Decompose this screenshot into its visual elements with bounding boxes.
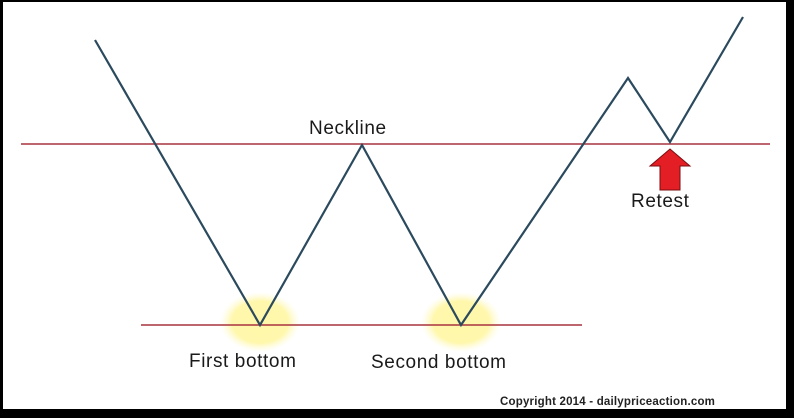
price-line — [94, 16, 744, 328]
second-bottom-highlight — [421, 292, 501, 352]
copyright-text: Copyright 2014 - dailypriceaction.com — [500, 396, 716, 408]
retest-label: Retest — [631, 191, 690, 212]
second-bottom-label: Second bottom — [371, 352, 507, 373]
first-bottom-highlight — [220, 292, 300, 352]
retest-arrow-icon — [648, 148, 692, 191]
neckline-label: Neckline — [309, 118, 387, 139]
first-bottom-label: First bottom — [189, 351, 297, 372]
